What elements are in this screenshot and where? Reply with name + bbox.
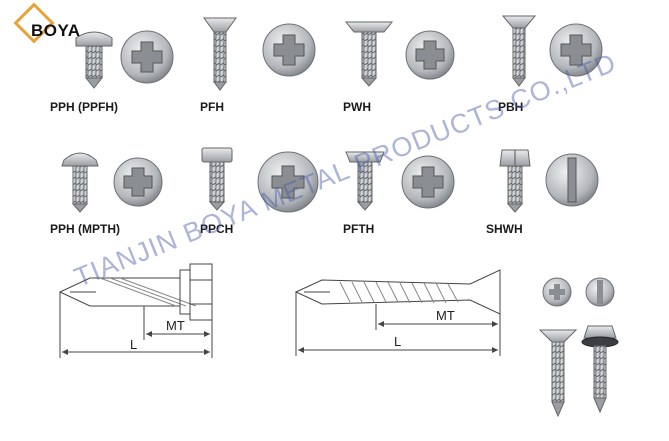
screw-ppch-head (257, 151, 319, 213)
screw-pwh-head (405, 30, 455, 80)
screw-pph-ppfh-head (120, 30, 174, 84)
label-pfh: PFH (200, 100, 224, 114)
screw-ppch-side (201, 147, 233, 211)
screw-pwh-side (344, 21, 394, 87)
label-shwh: SHWH (486, 222, 523, 236)
label-pph-ppfh: PPH (PPFH) (50, 100, 119, 114)
small-hex-washer-screw (581, 325, 619, 414)
screw-shwh-side (499, 149, 531, 213)
small-slotted-head (585, 277, 615, 307)
hex-drill-l-label: L (130, 337, 138, 352)
flat-drill-mt-label: MT (436, 308, 455, 323)
screw-pfth-head (401, 155, 455, 209)
label-pph-mpth: PPH (MPTH) (50, 222, 120, 236)
screw-pph-ppfh-side (75, 31, 113, 89)
screw-pfth-side (345, 151, 385, 211)
hex-drill-screw-drawing (58, 263, 213, 358)
flat-drill-screw-arrows (298, 321, 498, 353)
label-pfth: PFTH (343, 222, 375, 236)
screw-pph-mpth-head (113, 157, 163, 207)
screw-pfh-head (262, 23, 316, 77)
label-ppch: PPCH (200, 222, 234, 236)
screw-pfh-side (203, 17, 237, 91)
small-flat-drill-screw (538, 329, 578, 418)
small-phillips-head (542, 277, 572, 307)
boya-logo (13, 2, 55, 44)
hex-drill-mt-label: MT (166, 318, 185, 333)
flat-drill-l-label: L (394, 334, 402, 349)
brand-logo-text: BOYA (31, 21, 81, 40)
hex-drill-screw-arrows (62, 331, 210, 355)
label-pwh: PWH (343, 100, 371, 114)
screw-pbh-head (549, 23, 603, 77)
flat-drill-screw-drawing (294, 269, 501, 356)
label-pbh: PBH (498, 100, 524, 114)
screw-shwh-head (545, 153, 599, 207)
screw-pph-mpth-side (61, 152, 99, 213)
screw-pbh-side (501, 15, 537, 87)
